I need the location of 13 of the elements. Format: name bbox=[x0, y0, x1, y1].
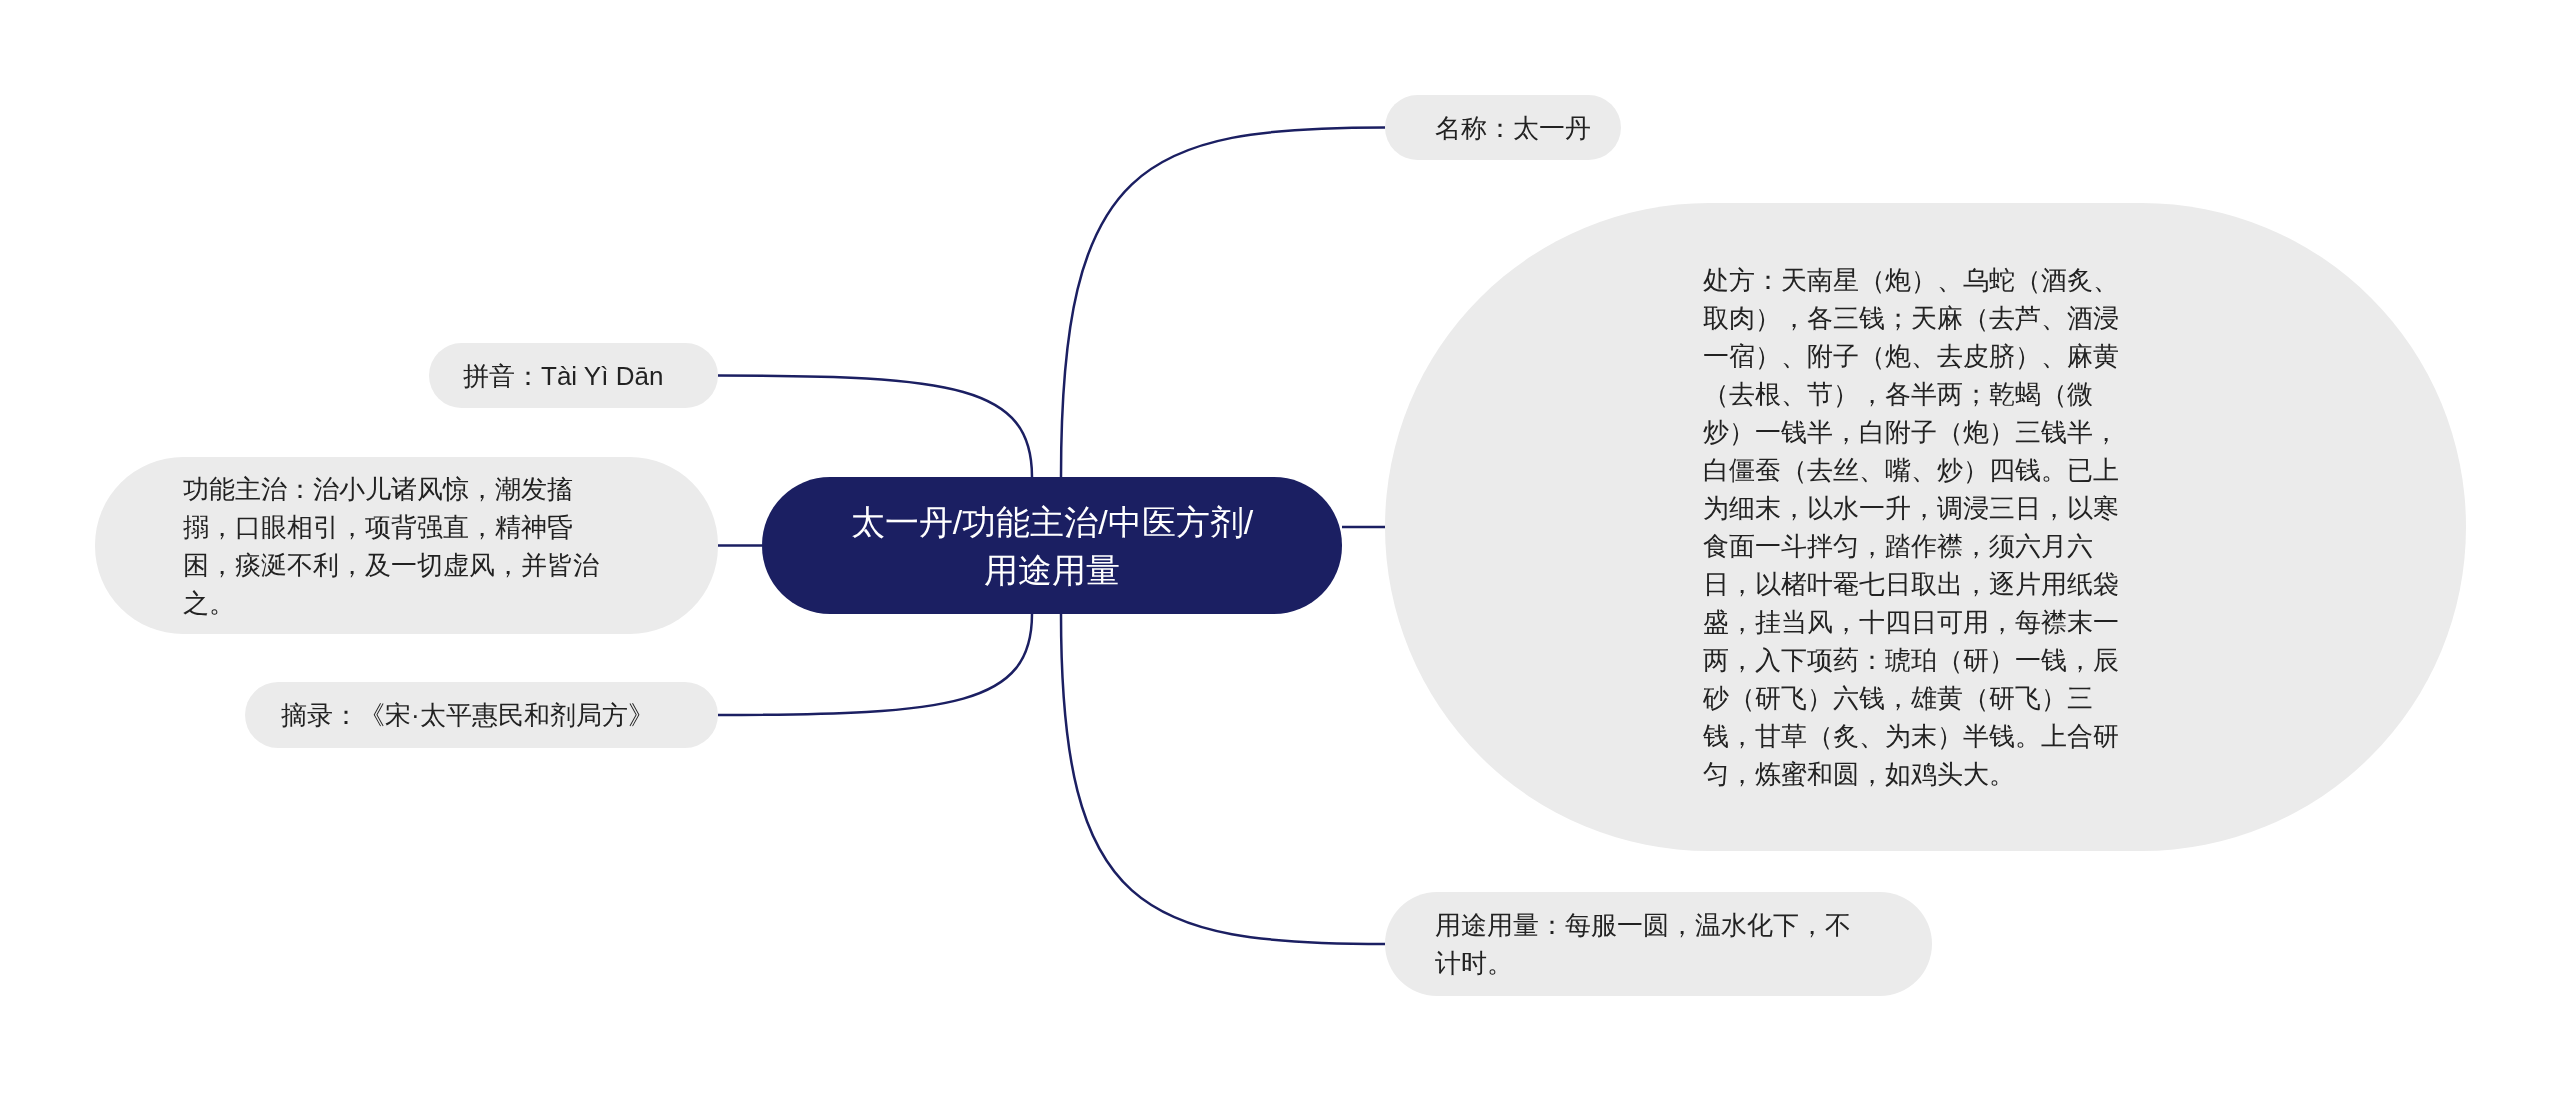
topic-bubble: 名称：太一丹 bbox=[1385, 95, 1621, 160]
topic-bubble: 功能主治：治小儿诸风惊，潮发搐搦，口眼相引，项背强直，精神昏困，痰涎不利，及一切虚风，并皆治之。 bbox=[95, 457, 718, 634]
topic-bubble: 拼音：Tài Yì Dān bbox=[429, 343, 718, 408]
connector bbox=[1059, 126, 1385, 478]
topic-bubble: 用途用量：每服一圆，温水化下，不计时。 bbox=[1385, 892, 1932, 996]
connector bbox=[1059, 613, 1385, 946]
connector bbox=[1342, 525, 1385, 529]
topic-bubble: 摘录：《宋·太平惠民和剂局方》 bbox=[245, 682, 718, 748]
central-topic: 太一丹/功能主治/中医方剂/用途用量 bbox=[762, 477, 1342, 614]
connector bbox=[718, 374, 1034, 478]
topic-bubble: 处方：天南星（炮）、乌蛇（酒炙、取肉），各三钱；天麻（去芦、酒浸一宿）、附子（炮、去皮脐）、麻黄（去根、节），各半两；乾蝎（微炒）一钱半，白附子（炮）三钱半，白僵蚕（去丝、嘴、炒）四钱。已上为细末，以水一升，调浸三日，以寒食面一斗拌匀，踏作襟，须六月六日，以楮叶罨七日取出，逐片用纸袋盛，挂当风，十四日可用，每襟末一两，入下项药：琥珀（研）一钱，辰砂（研飞）六钱，雄黄（研飞）三钱，甘草（炙、为末）半钱。上合研匀，炼蜜和圆，如鸡头大。 bbox=[1385, 203, 2466, 851]
connector bbox=[718, 613, 1034, 717]
connector bbox=[718, 544, 762, 547]
